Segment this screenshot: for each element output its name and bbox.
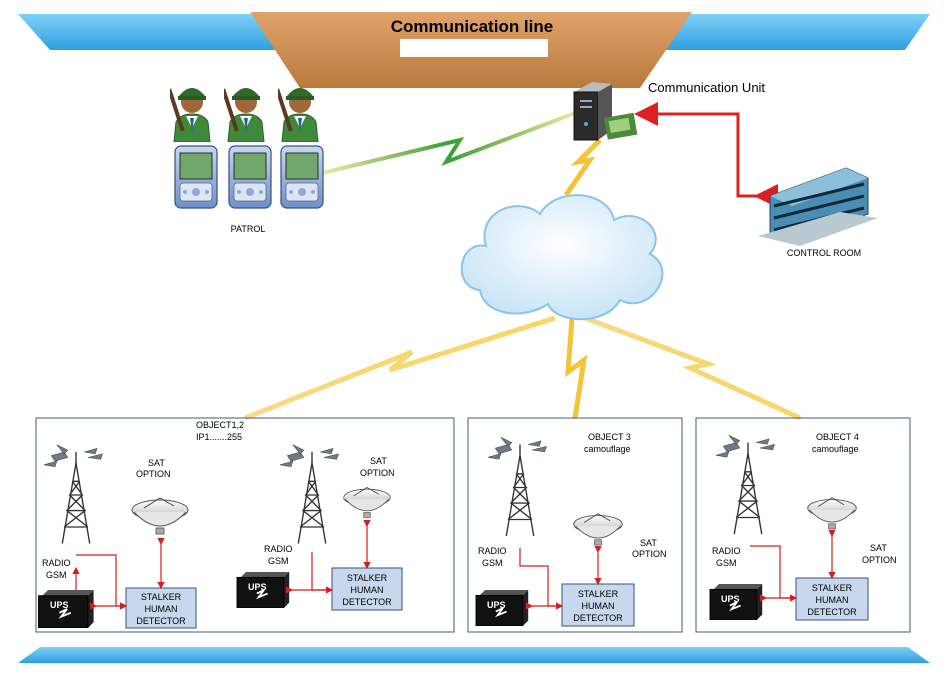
object-subtitle: camouflage [812, 444, 859, 454]
detector-label: DETECTOR [807, 607, 857, 617]
sat-label: SAT [640, 538, 657, 548]
ups-label: UPS [487, 600, 506, 610]
cloud-to-object4-link [584, 315, 802, 421]
bottom-banner [18, 647, 930, 663]
detector-label: HUMAN [351, 585, 384, 595]
radio-tower-icon [280, 443, 340, 545]
radio-label: GSM [268, 556, 289, 566]
cloud-to-object12-link [244, 315, 556, 421]
top-banner-left [18, 14, 295, 50]
object-box [695, 417, 911, 633]
radio-label: RADIO [42, 558, 71, 568]
radio-label: GSM [482, 558, 503, 568]
object-subtitle: camouflage [584, 444, 631, 454]
patrol-group [170, 87, 324, 209]
sat-label: OPTION [136, 469, 171, 479]
detector-label: HUMAN [582, 601, 615, 611]
sat-label: OPTION [862, 555, 897, 565]
cloud-to-object3-link [565, 317, 588, 419]
detector-box [561, 583, 635, 627]
object-title: OBJECT 4 [816, 432, 859, 442]
radio-label: GSM [46, 570, 67, 580]
ups-label: UPS [248, 582, 267, 592]
detector-label: STALKER [141, 592, 182, 602]
object-title: OBJECT 3 [588, 432, 631, 442]
detector-label: STALKER [812, 583, 853, 593]
patrol-label: PATROL [231, 224, 266, 234]
object-subtitle: IP1.......255 [196, 432, 242, 442]
satellite-dish-icon [573, 513, 623, 546]
sat-label: OPTION [360, 468, 395, 478]
object-title: OBJECT1,2 [196, 420, 244, 430]
soldier-icon [278, 87, 319, 142]
sat-label: SAT [870, 543, 887, 553]
server-control-room-link [634, 102, 778, 208]
top-banner-right [650, 14, 930, 50]
pda-icon [280, 145, 324, 209]
radio-label: RADIO [712, 546, 741, 556]
cloud-icon [460, 194, 664, 321]
communication-unit-label: Communication Unit [648, 80, 765, 95]
patrol-link [321, 110, 579, 175]
radio-tower-icon [488, 436, 548, 537]
sat-label: SAT [370, 456, 387, 466]
satellite-dish-icon [131, 497, 189, 535]
detector-label: DETECTOR [342, 597, 392, 607]
link-tower-detector [311, 552, 334, 594]
object-box [467, 417, 683, 633]
detector-label: STALKER [347, 573, 388, 583]
soldier-icon [170, 87, 211, 142]
ups-label: UPS [721, 594, 740, 604]
server-icon [573, 82, 638, 141]
radio-tower-icon [716, 434, 776, 535]
title-blank-field [400, 39, 548, 57]
radio-label: RADIO [264, 544, 293, 554]
pda-icon [174, 145, 218, 209]
detector-label: DETECTOR [573, 613, 623, 623]
building-icon [758, 167, 878, 246]
detector-box [795, 577, 869, 621]
satellite-dish-icon [343, 487, 391, 518]
diagram-title: Communication line [391, 17, 553, 36]
ups-label: UPS [50, 600, 69, 610]
object-box [35, 417, 455, 633]
detector-label: HUMAN [145, 604, 178, 614]
soldier-icon [224, 87, 265, 142]
cloud-to-server-link [563, 138, 602, 197]
detector-label: HUMAN [816, 595, 849, 605]
detector-box [125, 587, 197, 629]
sat-label: OPTION [632, 549, 667, 559]
radio-label: GSM [716, 558, 737, 568]
radio-label: RADIO [478, 546, 507, 556]
pda-icon [228, 145, 272, 209]
control-room-label: CONTROL ROOM [787, 248, 861, 258]
detector-label: STALKER [578, 589, 619, 599]
sat-label: SAT [148, 458, 165, 468]
detector-label: DETECTOR [136, 616, 186, 626]
radio-tower-icon [44, 443, 104, 545]
satellite-dish-icon [807, 497, 857, 530]
detector-box [331, 567, 403, 611]
